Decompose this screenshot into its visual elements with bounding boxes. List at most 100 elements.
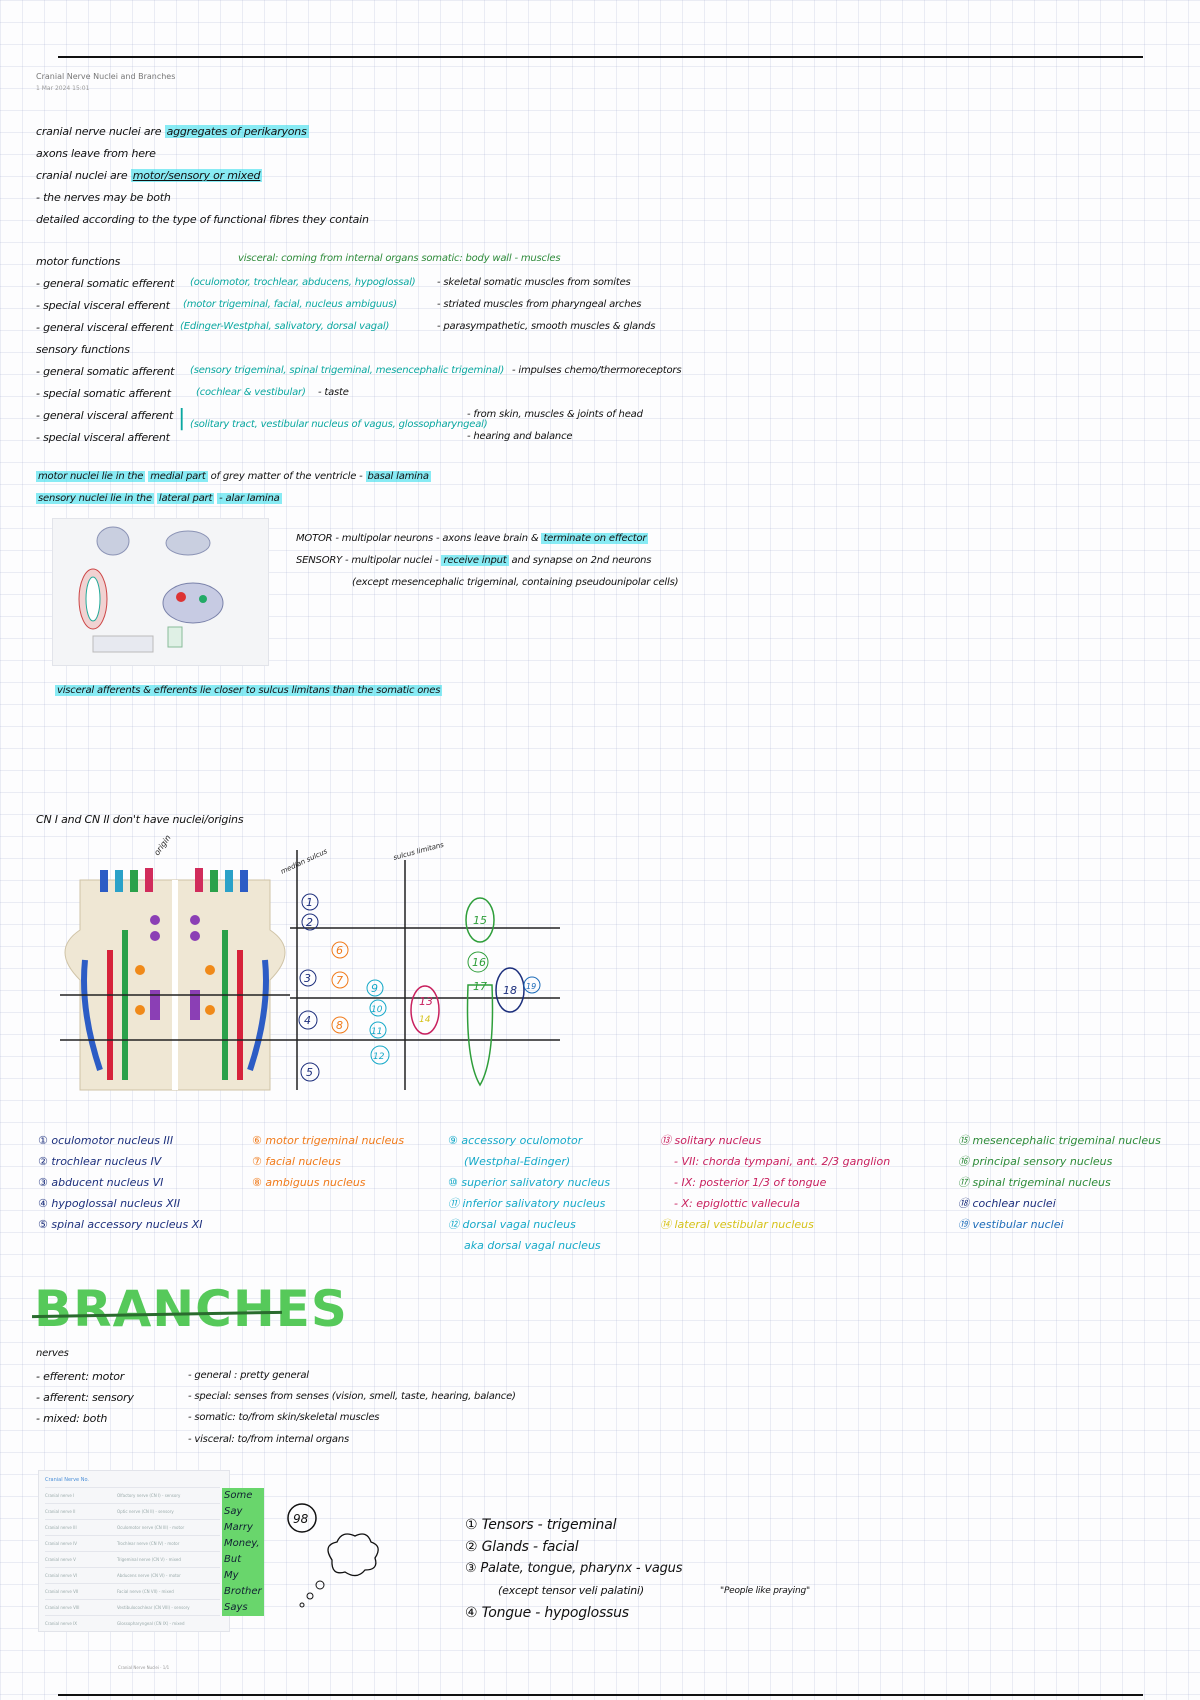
diagram-number: 8: [336, 1019, 343, 1032]
nuclei-diagram: 1 2 3 4 5 6 7 8 9 10 11 12 13 14 15 16 1…: [60, 833, 560, 1091]
table-cell: Trigeminal nerve (CN V) - mixed: [117, 1557, 181, 1562]
diagram-number: 15: [473, 914, 487, 927]
sensory-item-desc: - taste: [318, 387, 349, 398]
legend-item: (Westphal-Edinger): [464, 1155, 571, 1168]
table-cell: Trochlear nerve (CN IV) - motor: [117, 1541, 180, 1546]
legend-item: ⑩ superior salivatory nucleus: [448, 1176, 611, 1189]
legend-item: ⑬ solitary nucleus: [660, 1134, 762, 1147]
table-cell: Cranial nerve II: [45, 1509, 76, 1514]
diagram-number: 16: [472, 956, 486, 969]
branches-heading: BRANCHES: [34, 1280, 348, 1338]
list-item: ④ Tongue - hypoglossus: [465, 1605, 629, 1621]
branch-type: - somatic: to/from skin/skeletal muscles: [188, 1412, 380, 1423]
legend-item: ③ abducent nucleus VI: [38, 1176, 164, 1189]
legend-general-visceral-efferent: ⑨ accessory oculomotor (Westphal-Edinger…: [448, 1130, 610, 1256]
bottom-rule: [58, 1694, 1143, 1696]
table-cell: Vestibulocochlear (CN VIII) - sensory: [117, 1605, 190, 1610]
list-item: ③ Palate, tongue, pharynx - vagus: [465, 1561, 683, 1576]
motor-item: - general visceral efferent: [36, 321, 174, 334]
mnemonic-word: Marry: [224, 1522, 253, 1533]
legend-item: ⑱ cochlear nuclei: [958, 1197, 1056, 1210]
diagram-number: 10: [371, 1005, 383, 1015]
nerve-type: - efferent: motor: [36, 1370, 125, 1383]
branch-type: - general : pretty general: [188, 1370, 309, 1381]
legend-item: - IX: posterior 1/3 of tongue: [674, 1176, 827, 1189]
table-cell: Cranial nerve V: [45, 1557, 76, 1562]
diagram-number: 13: [419, 995, 433, 1008]
diagram-number: 19: [526, 982, 536, 991]
quote-note: "People like praying": [720, 1586, 810, 1596]
diagram-number: 17: [473, 980, 487, 993]
table-cell: Cranial nerve IV: [45, 1541, 78, 1546]
diagram-number: 5: [306, 1066, 313, 1079]
motor-side-note: visceral: coming from internal organs so…: [238, 253, 561, 264]
motor-item: - general somatic efferent: [36, 277, 175, 290]
sensory-item-desc: - hearing and balance: [467, 431, 573, 442]
table-cell: Cranial nerve VIII: [45, 1605, 80, 1610]
nerves-label: nerves: [36, 1348, 69, 1359]
sensory-item-nuclei: (cochlear & vestibular): [196, 387, 306, 398]
mnemonic-word: Say: [224, 1506, 243, 1517]
branch-type: - visceral: to/from internal organs: [188, 1434, 349, 1445]
sensory-item-nuclei: (sensory trigeminal, spinal trigeminal, …: [190, 365, 505, 376]
legend-item: ⑥ motor trigeminal nucleus: [252, 1134, 405, 1147]
table-cell: Cranial nerve IX: [45, 1621, 78, 1626]
legend-item: ⑪ inferior salivatory nucleus: [448, 1197, 606, 1210]
top-rule: [58, 56, 1143, 58]
diagram-number: 14: [419, 1015, 431, 1025]
legend-item: - VII: chorda tympani, ant. 2/3 ganglion: [674, 1155, 891, 1168]
note-line: detailed according to the type of functi…: [36, 213, 369, 226]
table-cell: Cranial nerve I: [45, 1493, 75, 1498]
legend-visceral-afferent: ⑬ solitary nucleus - VII: chorda tympani…: [660, 1130, 890, 1235]
table-cell: Facial nerve (CN VII) - mixed: [117, 1589, 174, 1594]
motor-item-nuclei: (Edinger-Westphal, salivatory, dorsal va…: [180, 321, 390, 332]
mnemonic-word: Brother: [224, 1586, 262, 1597]
branch-type: - special: senses from senses (vision, s…: [188, 1391, 516, 1402]
legend-item: ⑲ vestibular nuclei: [958, 1218, 1064, 1231]
mnemonic-highlight: Some Say Marry Money, But My Brother Say…: [222, 1488, 264, 1616]
table-header: Cranial Nerve No.: [45, 1477, 90, 1483]
sensory-item: - general visceral afferent: [36, 409, 174, 422]
mnemonic-word: But: [224, 1554, 242, 1565]
note-title: Cranial Nerve Nuclei and Branches: [36, 72, 176, 81]
label-median-sulcus: median sulcus: [279, 847, 328, 876]
sensory-item: - special somatic afferent: [36, 387, 171, 400]
list-item: ① Tensors - trigeminal: [465, 1517, 617, 1533]
cn-note: CN I and CN II don't have nuclei/origins: [36, 813, 244, 826]
motor-item-nuclei: (motor trigeminal, facial, nucleus ambig…: [183, 299, 397, 310]
list-item: ② Glands - facial: [465, 1539, 579, 1555]
motor-description: MOTOR - multipolar neurons - axons leave…: [296, 533, 649, 544]
legend-item: ② trochlear nucleus IV: [38, 1155, 162, 1168]
visceral-note: visceral afferents & efferents lie close…: [55, 685, 443, 696]
table-cell: Cranial nerve VI: [45, 1573, 78, 1578]
sensory-item-desc: - impulses chemo/thermoreceptors: [512, 365, 682, 376]
cranial-nerve-table: Cranial Nerve No. Cranial nerve I Olfact…: [38, 1470, 230, 1632]
brainstem-section-svg: [78, 526, 224, 653]
legend-item: ⑮ mesencephalic trigeminal nucleus: [958, 1134, 1161, 1147]
diagram-number: 6: [336, 944, 343, 957]
sensory-item: - general somatic afferent: [36, 365, 175, 378]
sensory-description: SENSORY - multipolar nuclei - receive in…: [296, 555, 652, 566]
motor-item-nuclei: (oculomotor, trochlear, abducens, hypogl…: [190, 277, 416, 288]
motor-item: - special visceral efferent: [36, 299, 170, 312]
label-origin: origin: [152, 833, 172, 857]
sensory-exception: (except mesencephalic trigeminal, contai…: [352, 577, 679, 588]
table-cell: Abducens nerve (CN VI) - motor: [117, 1573, 181, 1578]
legend-general-somatic-efferent: ① oculomotor nucleus III ② trochlear nuc…: [38, 1130, 203, 1235]
brainstem-section-image: [52, 518, 269, 666]
label-sulcus-limitans: sulcus limitans: [392, 841, 445, 862]
bracket-glyph: |: [178, 406, 186, 431]
legend-somatic-afferent: ⑮ mesencephalic trigeminal nucleus ⑯ pri…: [958, 1130, 1161, 1235]
motor-item-desc: - skeletal somatic muscles from somites: [437, 277, 631, 288]
note-line: axons leave from here: [36, 147, 156, 160]
diagram-number: 18: [503, 984, 517, 997]
lamina-line: motor nuclei lie in the medial part of g…: [36, 471, 431, 482]
lamina-line: sensory nuclei lie in the lateral part -…: [36, 493, 282, 504]
note-line: cranial nerve nuclei are aggregates of p…: [36, 125, 309, 138]
table-cell: Optic nerve (CN II) - sensory: [117, 1509, 174, 1514]
mnemonic-word: My: [224, 1570, 239, 1581]
sensory-heading: sensory functions: [36, 343, 130, 356]
nerve-type: - afferent: sensory: [36, 1391, 134, 1404]
circled-note: 98: [293, 1512, 309, 1526]
